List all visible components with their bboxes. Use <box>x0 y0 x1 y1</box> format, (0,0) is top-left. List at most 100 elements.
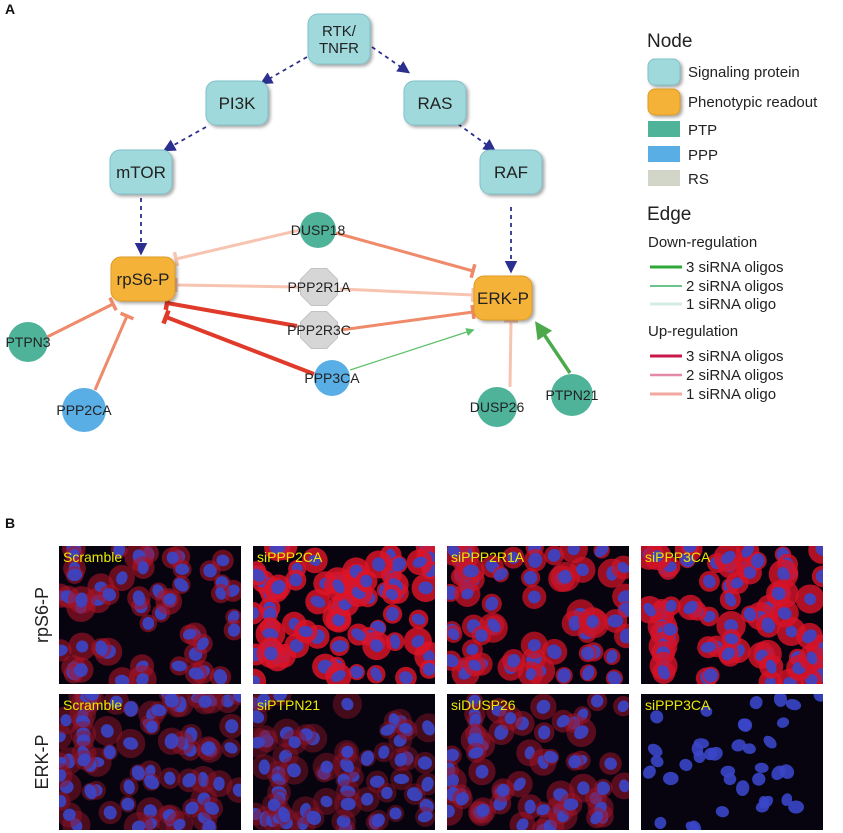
legend-edge-title: Edge <box>647 204 691 225</box>
edge-dusp18-erk <box>335 231 474 273</box>
node-label-dusp26: DUSP26 <box>470 399 525 415</box>
micrograph-panel: rpS6-P Scramble siPPP2CA siPPP2R1A siPPP3CA E… <box>32 546 823 830</box>
node-label-ppp2ca: PPP2CA <box>56 402 112 418</box>
micrograph-row-label: rpS6-P <box>32 587 52 643</box>
micrograph-label: siPPP2CA <box>257 549 323 565</box>
node-shape-dusp26 <box>477 387 517 427</box>
micrograph-label: siPPP3CA <box>645 549 711 565</box>
node-raf: RAF <box>479 149 543 195</box>
node-shape-rps6 <box>110 256 176 302</box>
node-label-raf: RAF <box>494 163 528 182</box>
edge-ppp3ca-rps6 <box>165 315 315 376</box>
edge-inhibit-bar <box>161 309 171 325</box>
legend-swatch-ptp <box>648 121 680 137</box>
node-shape-ppp2ca <box>62 388 106 432</box>
node-label-ppp3ca: PPP3CA <box>304 370 360 386</box>
legend: Node Signaling protein Phenotypic readou… <box>647 31 818 403</box>
legend-down-title: Down-regulation <box>648 234 757 251</box>
micrograph-image: siPPP3CA <box>641 694 823 830</box>
node-ras: RAS <box>403 80 467 126</box>
legend-label-down-2: 2 siRNA oligos <box>686 278 784 295</box>
node-erk: ERK-P <box>473 275 533 321</box>
node-layer: RTK/TNFR PI3K RAS mTOR RAF rpS6-P ERK-P DUSP18P… <box>5 13 599 432</box>
edge-dusp18-rps6 <box>175 228 301 261</box>
micrograph-label: Scramble <box>63 549 122 565</box>
edge-inhibit-bar <box>108 296 118 312</box>
legend-down-2: 2 siRNA oligos <box>650 278 784 295</box>
node-shape-ppp2r3c <box>300 311 338 349</box>
node-ppp2r1a: PPP2R1A <box>287 268 351 306</box>
node-pi3k: PI3K <box>205 80 269 126</box>
legend-item-rs: RS <box>648 170 709 188</box>
micrograph-row-label: ERK-P <box>32 734 52 789</box>
legend-label-up-1: 1 siRNA oligo <box>686 386 776 403</box>
legend-label-ptp: PTP <box>688 122 717 139</box>
panel-label-b: B <box>5 515 15 531</box>
micrograph-label: siPPP3CA <box>645 697 711 713</box>
legend-down-3: 3 siRNA oligos <box>650 259 784 276</box>
legend-label-down-1: 1 siRNA oligo <box>686 296 776 313</box>
legend-label-rs: RS <box>688 171 709 188</box>
legend-up-1: 1 siRNA oligo <box>650 386 776 403</box>
node-label-rtk: RTK/ <box>322 23 357 40</box>
legend-up-title: Up-regulation <box>648 323 738 340</box>
legend-swatch-rs <box>648 170 680 186</box>
edge-ppp2r3c-rps6 <box>166 301 298 328</box>
node-dusp18: DUSP18 <box>291 212 346 248</box>
legend-item-readout: Phenotypic readout <box>647 88 818 116</box>
node-label-ppp2r3c: PPP2R3C <box>287 322 351 338</box>
node-shape-erk <box>473 275 533 321</box>
edge-ppp3ca-erk <box>349 328 475 371</box>
node-shape-ras <box>403 80 467 126</box>
legend-swatch-readout <box>647 88 681 116</box>
node-label-dusp18: DUSP18 <box>291 222 346 238</box>
node-label-ptpn3: PTPN3 <box>5 334 50 350</box>
node-shape-mtor <box>109 149 173 195</box>
micrograph-label: Scramble <box>63 697 122 713</box>
node-shape-ptpn3 <box>8 322 48 362</box>
legend-label-signaling: Signaling protein <box>688 64 800 81</box>
legend-item-ptp: PTP <box>648 121 717 139</box>
node-shape-raf <box>479 149 543 195</box>
edge-inhibit-bar <box>119 311 135 321</box>
edge-ptpn21-erk <box>535 321 572 374</box>
edge-rtk-pi3k <box>259 56 308 85</box>
legend-label-up-2: 2 siRNA oligos <box>686 367 784 384</box>
edge-rtk-ras <box>371 46 411 74</box>
legend-label-ppp: PPP <box>688 147 718 164</box>
edge-ras-raf <box>457 123 497 152</box>
node-label-ppp2r1a: PPP2R1A <box>287 279 351 295</box>
legend-label-up-3: 3 siRNA oligos <box>686 348 784 365</box>
edge-inhibit-bar <box>172 251 180 267</box>
node-shape-ppp2r1a <box>300 268 338 306</box>
micrograph-image: siPPP3CA <box>641 546 823 684</box>
legend-down-1: 1 siRNA oligo <box>650 296 776 313</box>
node-shape-pi3k <box>205 80 269 126</box>
edge-ppp2r1a-erk <box>339 287 474 297</box>
legend-swatch-ppp <box>648 146 680 162</box>
node-shape-dusp18 <box>300 212 336 248</box>
node-ppp2ca: PPP2CA <box>56 388 112 432</box>
legend-label-down-3: 3 siRNA oligos <box>686 259 784 276</box>
node-label-rps6: rpS6-P <box>117 270 170 289</box>
edge-ptpn3-rps6 <box>46 302 114 339</box>
edge-inhibit-bar <box>470 287 476 303</box>
node-rtk: RTK/TNFR <box>307 13 371 65</box>
micrograph-image: siPPP2CA <box>253 546 435 684</box>
micrograph-label: siPPP2R1A <box>451 549 525 565</box>
edge-pi3k-mtor <box>162 126 207 152</box>
node-mtor: mTOR <box>109 149 173 195</box>
legend-item-ppp: PPP <box>648 146 718 164</box>
node-label-mtor: mTOR <box>116 163 166 182</box>
node-label-ptpn21: PTPN21 <box>546 387 599 403</box>
micrograph-image: siDUSP26 <box>447 694 629 830</box>
edge-ppp2r1a-rps6 <box>175 283 299 289</box>
node-label-erk: ERK-P <box>477 289 529 308</box>
node-dusp26: DUSP26 <box>470 387 525 427</box>
micrograph-image: Scramble <box>59 694 241 830</box>
node-shape-ptpn21 <box>551 374 593 416</box>
edge-ppp2ca-rps6 <box>93 315 129 391</box>
legend-up-2: 2 siRNA oligos <box>650 367 784 384</box>
panel-label-a: A <box>5 1 15 17</box>
